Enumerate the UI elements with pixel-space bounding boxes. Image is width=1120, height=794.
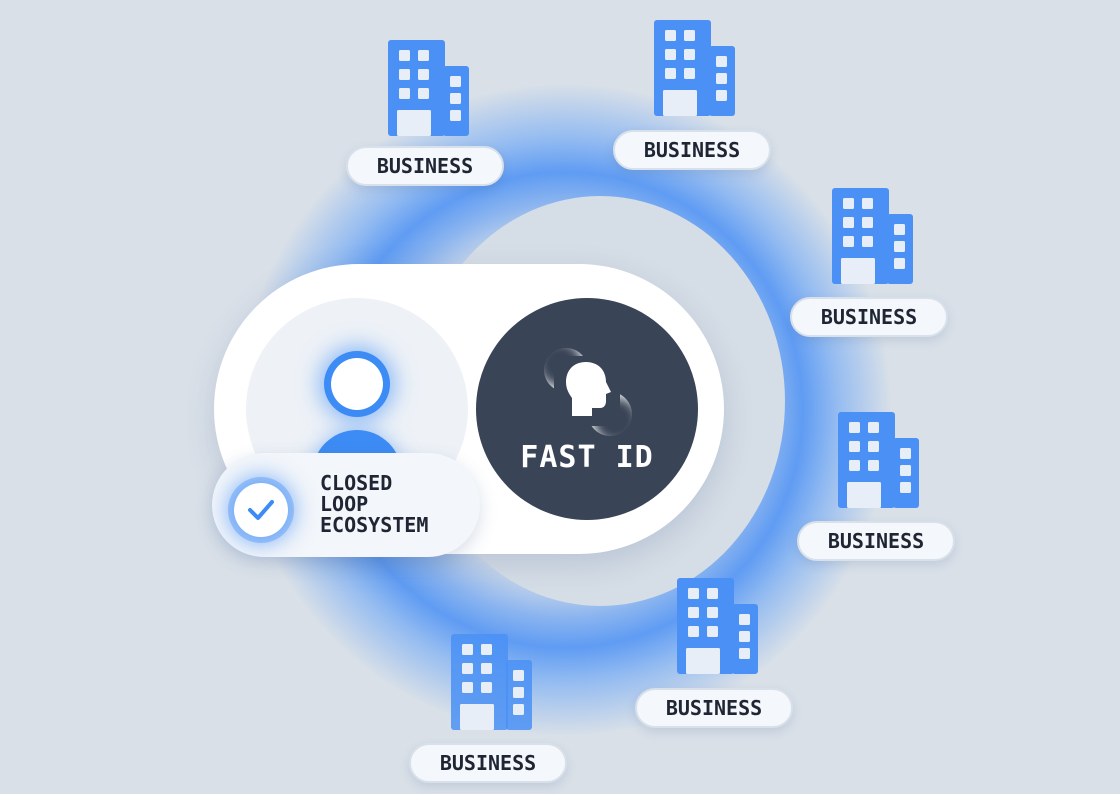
business-label: BUSINESS	[346, 146, 504, 186]
building-icon	[451, 634, 532, 730]
business-label: BUSINESS	[797, 521, 955, 561]
closed-loop-line-1: CLOSED	[320, 471, 393, 495]
building-icon	[654, 20, 735, 116]
business-label: BUSINESS	[409, 743, 567, 783]
closed-loop-line-3: ECOSYSTEM	[320, 513, 429, 537]
business-label: BUSINESS	[790, 297, 948, 337]
building-icon	[388, 40, 469, 136]
closed-loop-line-2: LOOP	[320, 492, 369, 516]
fast-id-badge: FAST ID	[476, 298, 698, 520]
fast-id-label: FAST ID	[520, 440, 654, 475]
building-icon	[832, 188, 913, 284]
closed-loop-label: CLOSED LOOP ECOSYSTEM	[320, 473, 470, 536]
check-badge	[234, 483, 288, 537]
building-icon	[838, 412, 919, 508]
user-icon	[331, 358, 383, 410]
business-label: BUSINESS	[613, 130, 771, 170]
closed-loop-badge: CLOSED LOOP ECOSYSTEM	[212, 453, 480, 557]
business-label: BUSINESS	[635, 688, 793, 728]
check-icon	[248, 500, 274, 520]
building-icon	[677, 578, 758, 674]
face-id-icon	[566, 362, 611, 416]
